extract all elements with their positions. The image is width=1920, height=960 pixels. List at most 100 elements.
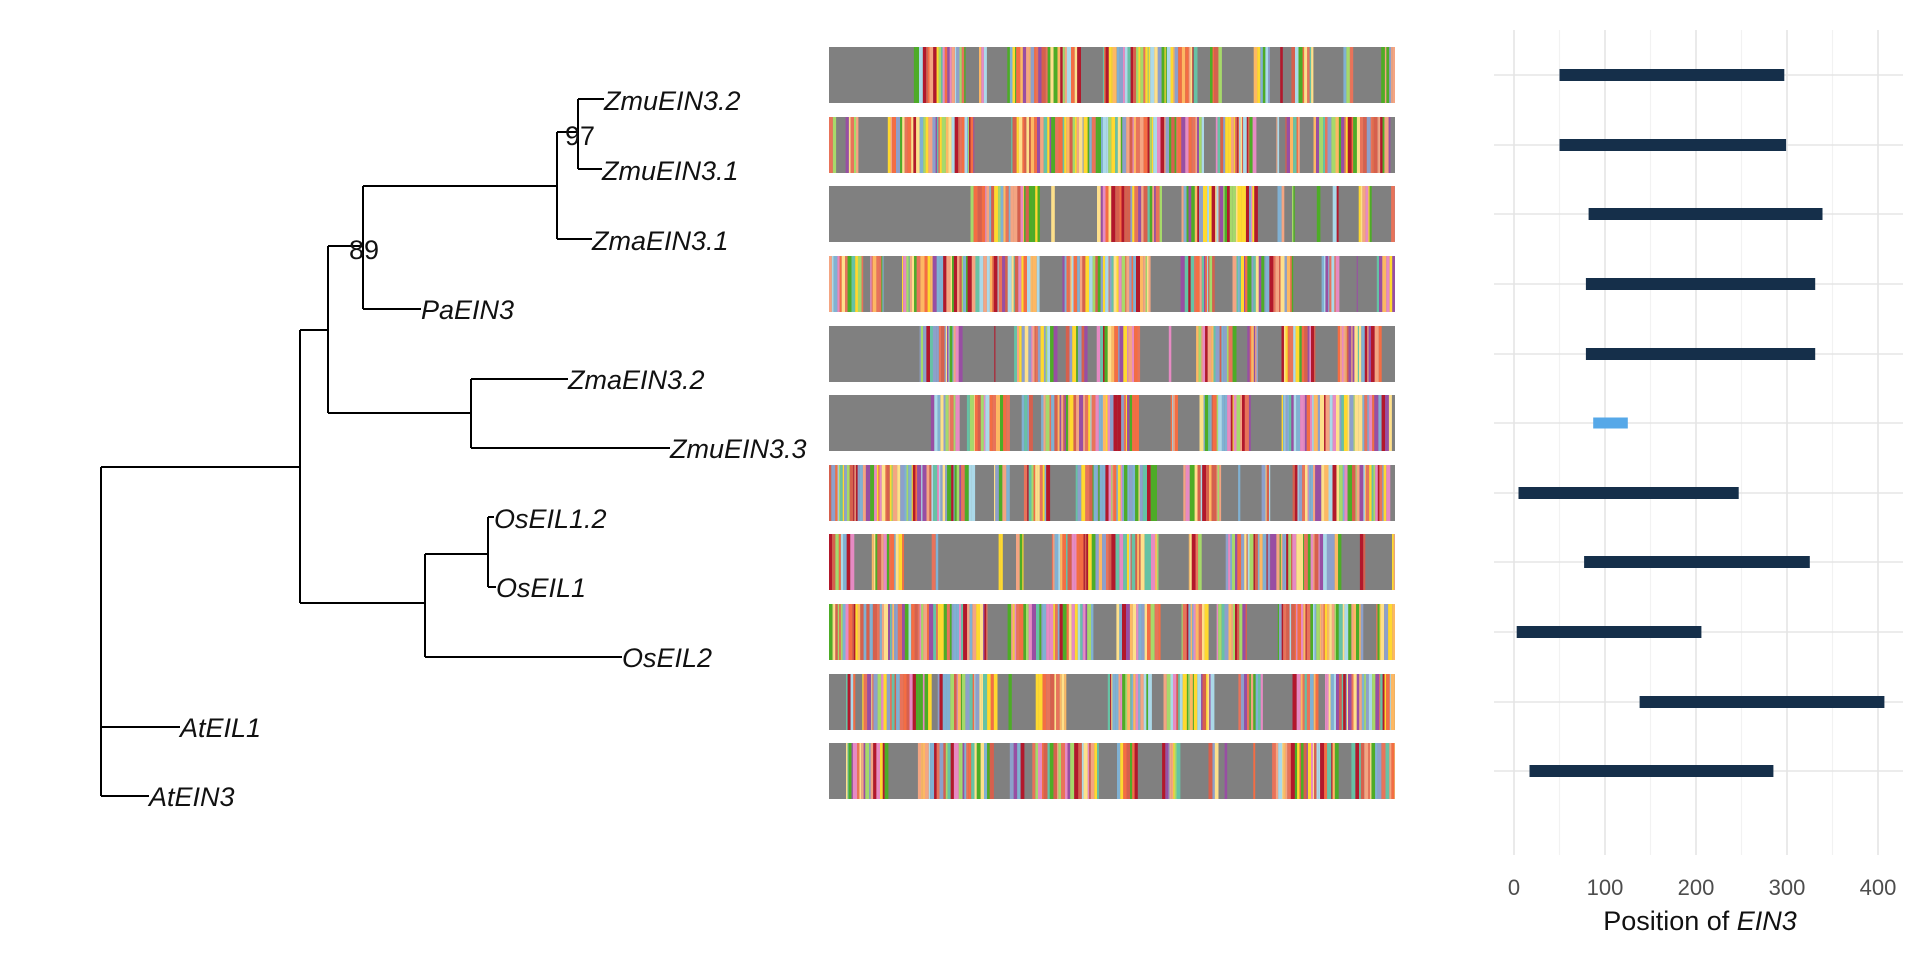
residue-stripe xyxy=(1194,186,1198,242)
residue-stripe xyxy=(1016,47,1019,103)
residue-stripe xyxy=(1057,604,1060,660)
residue-stripe xyxy=(1223,117,1226,173)
residue-stripe xyxy=(1020,47,1023,103)
residue-stripe xyxy=(1132,395,1136,451)
residue-stripe xyxy=(849,465,854,521)
residue-stripe xyxy=(909,256,912,312)
residue-stripe xyxy=(1364,674,1366,730)
range-bar-zmuein3-3 xyxy=(1593,417,1628,429)
residue-stripe xyxy=(974,674,976,730)
residue-stripe xyxy=(1003,186,1006,242)
residue-stripe xyxy=(1047,326,1051,382)
x-tick-label-200: 200 xyxy=(1678,875,1715,900)
residue-stripe xyxy=(854,465,856,521)
residue-stripe xyxy=(1325,117,1328,173)
residue-stripe xyxy=(1372,674,1376,730)
residue-stripe xyxy=(882,743,885,799)
residue-stripe xyxy=(1185,465,1190,521)
residue-stripe xyxy=(998,465,1003,521)
residue-stripe xyxy=(1015,47,1017,103)
residue-stripe xyxy=(886,534,890,590)
residue-stripe xyxy=(1121,256,1126,312)
residue-stripe xyxy=(1235,186,1238,242)
alignment-row-zmuein3-2 xyxy=(829,47,1395,103)
residue-stripe xyxy=(955,326,959,382)
residue-stripe xyxy=(994,186,999,242)
residue-stripe xyxy=(1139,534,1141,590)
residue-stripe xyxy=(1228,117,1231,173)
residue-stripe xyxy=(974,743,977,799)
residue-stripe xyxy=(1380,117,1383,173)
residue-stripe xyxy=(1276,534,1280,590)
residue-stripe xyxy=(1059,604,1063,660)
residue-stripe xyxy=(1209,465,1212,521)
residue-stripe xyxy=(1138,47,1141,103)
residue-stripe xyxy=(1090,395,1092,451)
residue-stripe xyxy=(1129,395,1133,451)
residue-stripe xyxy=(933,47,937,103)
residue-stripe xyxy=(1037,117,1040,173)
residue-stripe xyxy=(1238,465,1241,521)
residue-stripe xyxy=(965,674,970,730)
residue-stripe xyxy=(1056,674,1060,730)
residue-stripe xyxy=(957,256,960,312)
residue-stripe xyxy=(857,743,860,799)
residue-stripe xyxy=(1170,47,1174,103)
residue-stripe xyxy=(1341,117,1345,173)
tip-label-zmuein3-3: ZmuEIN3.3 xyxy=(669,434,807,464)
residue-stripe xyxy=(1138,465,1140,521)
residue-stripe xyxy=(1296,674,1301,730)
residue-stripe xyxy=(975,674,980,730)
residue-stripe xyxy=(1250,674,1254,730)
residue-stripe xyxy=(1188,674,1190,730)
residue-stripe xyxy=(998,256,1003,312)
residue-stripe xyxy=(976,604,980,660)
residue-stripe xyxy=(934,395,938,451)
residue-stripe xyxy=(899,674,904,730)
residue-stripe xyxy=(850,117,855,173)
residue-stripe xyxy=(1032,256,1037,312)
residue-stripe xyxy=(1064,674,1067,730)
residue-stripe xyxy=(1348,465,1352,521)
residue-stripe xyxy=(1309,326,1311,382)
residue-stripe xyxy=(948,604,950,660)
residue-stripe xyxy=(1126,534,1130,590)
residue-stripe xyxy=(944,47,948,103)
residue-stripe xyxy=(1130,47,1134,103)
residue-stripe xyxy=(917,743,922,799)
residue-stripe xyxy=(967,256,972,312)
residue-stripe xyxy=(1195,534,1199,590)
residue-stripe xyxy=(1143,117,1148,173)
residue-stripe xyxy=(1123,534,1127,590)
residue-stripe xyxy=(1287,395,1290,451)
residue-stripe xyxy=(941,47,943,103)
residue-stripe xyxy=(1224,604,1229,660)
residue-stripe xyxy=(1217,47,1219,103)
residue-stripe xyxy=(1021,256,1024,312)
residue-stripe xyxy=(933,604,937,660)
residue-stripe xyxy=(1385,743,1390,799)
residue-stripe xyxy=(1189,674,1193,730)
residue-stripe xyxy=(1000,395,1004,451)
residue-stripe xyxy=(1013,743,1018,799)
tree-tip-labels: ZmuEIN3.2 ZmuEIN3.1 ZmaEIN3.1 PaEIN3 Zma… xyxy=(147,86,807,812)
residue-stripe xyxy=(1243,117,1247,173)
residue-stripe xyxy=(1049,743,1054,799)
residue-stripe xyxy=(1237,117,1240,173)
residue-stripe xyxy=(1364,465,1367,521)
residue-stripe xyxy=(1058,117,1063,173)
residue-stripe xyxy=(1279,604,1282,660)
residue-stripe xyxy=(1285,743,1288,799)
residue-stripe xyxy=(1062,534,1066,590)
residue-stripe xyxy=(1296,534,1300,590)
residue-stripe xyxy=(1218,604,1222,660)
residue-stripe xyxy=(1138,186,1142,242)
residue-stripe xyxy=(1117,465,1121,521)
residue-stripe xyxy=(1355,465,1357,521)
residue-stripe xyxy=(1032,743,1036,799)
alignment-row-zmaein3-2 xyxy=(829,326,1395,382)
residue-stripe xyxy=(1306,743,1308,799)
residue-stripe xyxy=(1021,395,1025,451)
residue-stripe xyxy=(1359,326,1362,382)
residue-stripe xyxy=(1087,743,1090,799)
